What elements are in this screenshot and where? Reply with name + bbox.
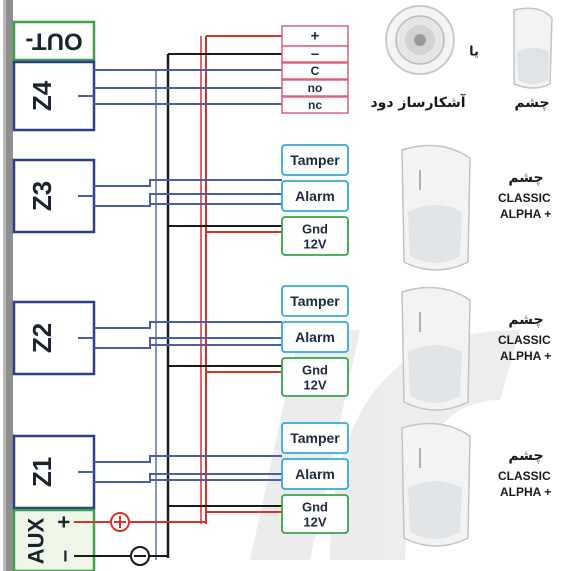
smoke-detector-icon — [385, 5, 455, 75]
zone-z4: Z4 — [12, 60, 96, 132]
v12-terminal: 12V — [303, 237, 326, 252]
model-line-1: CLASSIC — [498, 191, 551, 205]
v12-terminal: 12V — [303, 515, 326, 530]
aux-wiring — [74, 512, 206, 566]
alarm-terminal: Alarm — [295, 329, 335, 345]
z4-wiring — [78, 69, 282, 105]
power-taps — [168, 35, 282, 513]
smoke-detector-label: آشکارساز دود — [370, 93, 466, 111]
sensor-label: چشم — [508, 312, 543, 328]
tamper-terminal: Tamper — [290, 430, 340, 446]
tamper-terminal: Tamper — [290, 152, 340, 168]
gnd-terminal: Gnd — [302, 500, 328, 515]
relay-terminal-block: + – C no nc — [281, 25, 349, 114]
aux-terminal: AUX + – — [12, 508, 96, 571]
gnd-terminal: Gnd — [302, 363, 328, 378]
zone-z1-label: Z1 — [27, 457, 57, 487]
motion-sensor-icon — [401, 286, 471, 411]
aux-plus-label: + — [52, 516, 77, 529]
zone-z2-label: Z2 — [27, 323, 57, 353]
relay-c-terminal: C — [311, 64, 320, 78]
power-minus-terminal: – — [311, 46, 319, 63]
relay-nc-terminal: nc — [308, 98, 322, 112]
tamper-terminal: Tamper — [290, 293, 340, 309]
relay-no-terminal: no — [308, 81, 323, 95]
panel-rail — [3, 0, 13, 571]
terminal-group-z3: Tamper Alarm Gnd 12V — [281, 144, 349, 256]
terminal-group-z1: Tamper Alarm Gnd 12V — [281, 422, 349, 534]
aux-label: AUX — [24, 517, 49, 564]
alarm-terminal: Alarm — [295, 188, 335, 204]
terminal-group-z2: Tamper Alarm Gnd 12V — [281, 285, 349, 397]
model-line-1: CLASSIC — [498, 333, 551, 347]
power-plus-terminal: + — [311, 28, 320, 45]
v12-terminal: 12V — [303, 378, 326, 393]
z3-wiring — [78, 179, 282, 207]
model-line-2: ALPHA + — [500, 349, 551, 363]
gnd-terminal: Gnd — [302, 222, 328, 237]
model-line-1: CLASSIC — [498, 469, 551, 483]
alarm-terminal: Alarm — [295, 466, 335, 482]
z2-wiring — [78, 321, 282, 349]
pir-label: چشم — [514, 95, 549, 111]
sensor-label: چشم — [508, 448, 543, 464]
motion-sensor-icon — [401, 422, 471, 547]
pir-sensor-icon — [513, 7, 553, 89]
out-label: OUT- — [25, 28, 82, 55]
out-terminal: OUT- — [12, 20, 96, 62]
zone-z4-label: Z4 — [27, 80, 57, 111]
or-label: یا — [469, 45, 479, 60]
motion-sensor-icon — [401, 144, 471, 271]
zone-z3-label: Z3 — [27, 181, 57, 211]
sensor-label: چشم — [508, 170, 543, 186]
model-line-2: ALPHA + — [500, 485, 551, 499]
z1-wiring — [78, 455, 282, 483]
model-line-2: ALPHA + — [500, 207, 551, 221]
aux-minus-label: – — [52, 550, 77, 562]
